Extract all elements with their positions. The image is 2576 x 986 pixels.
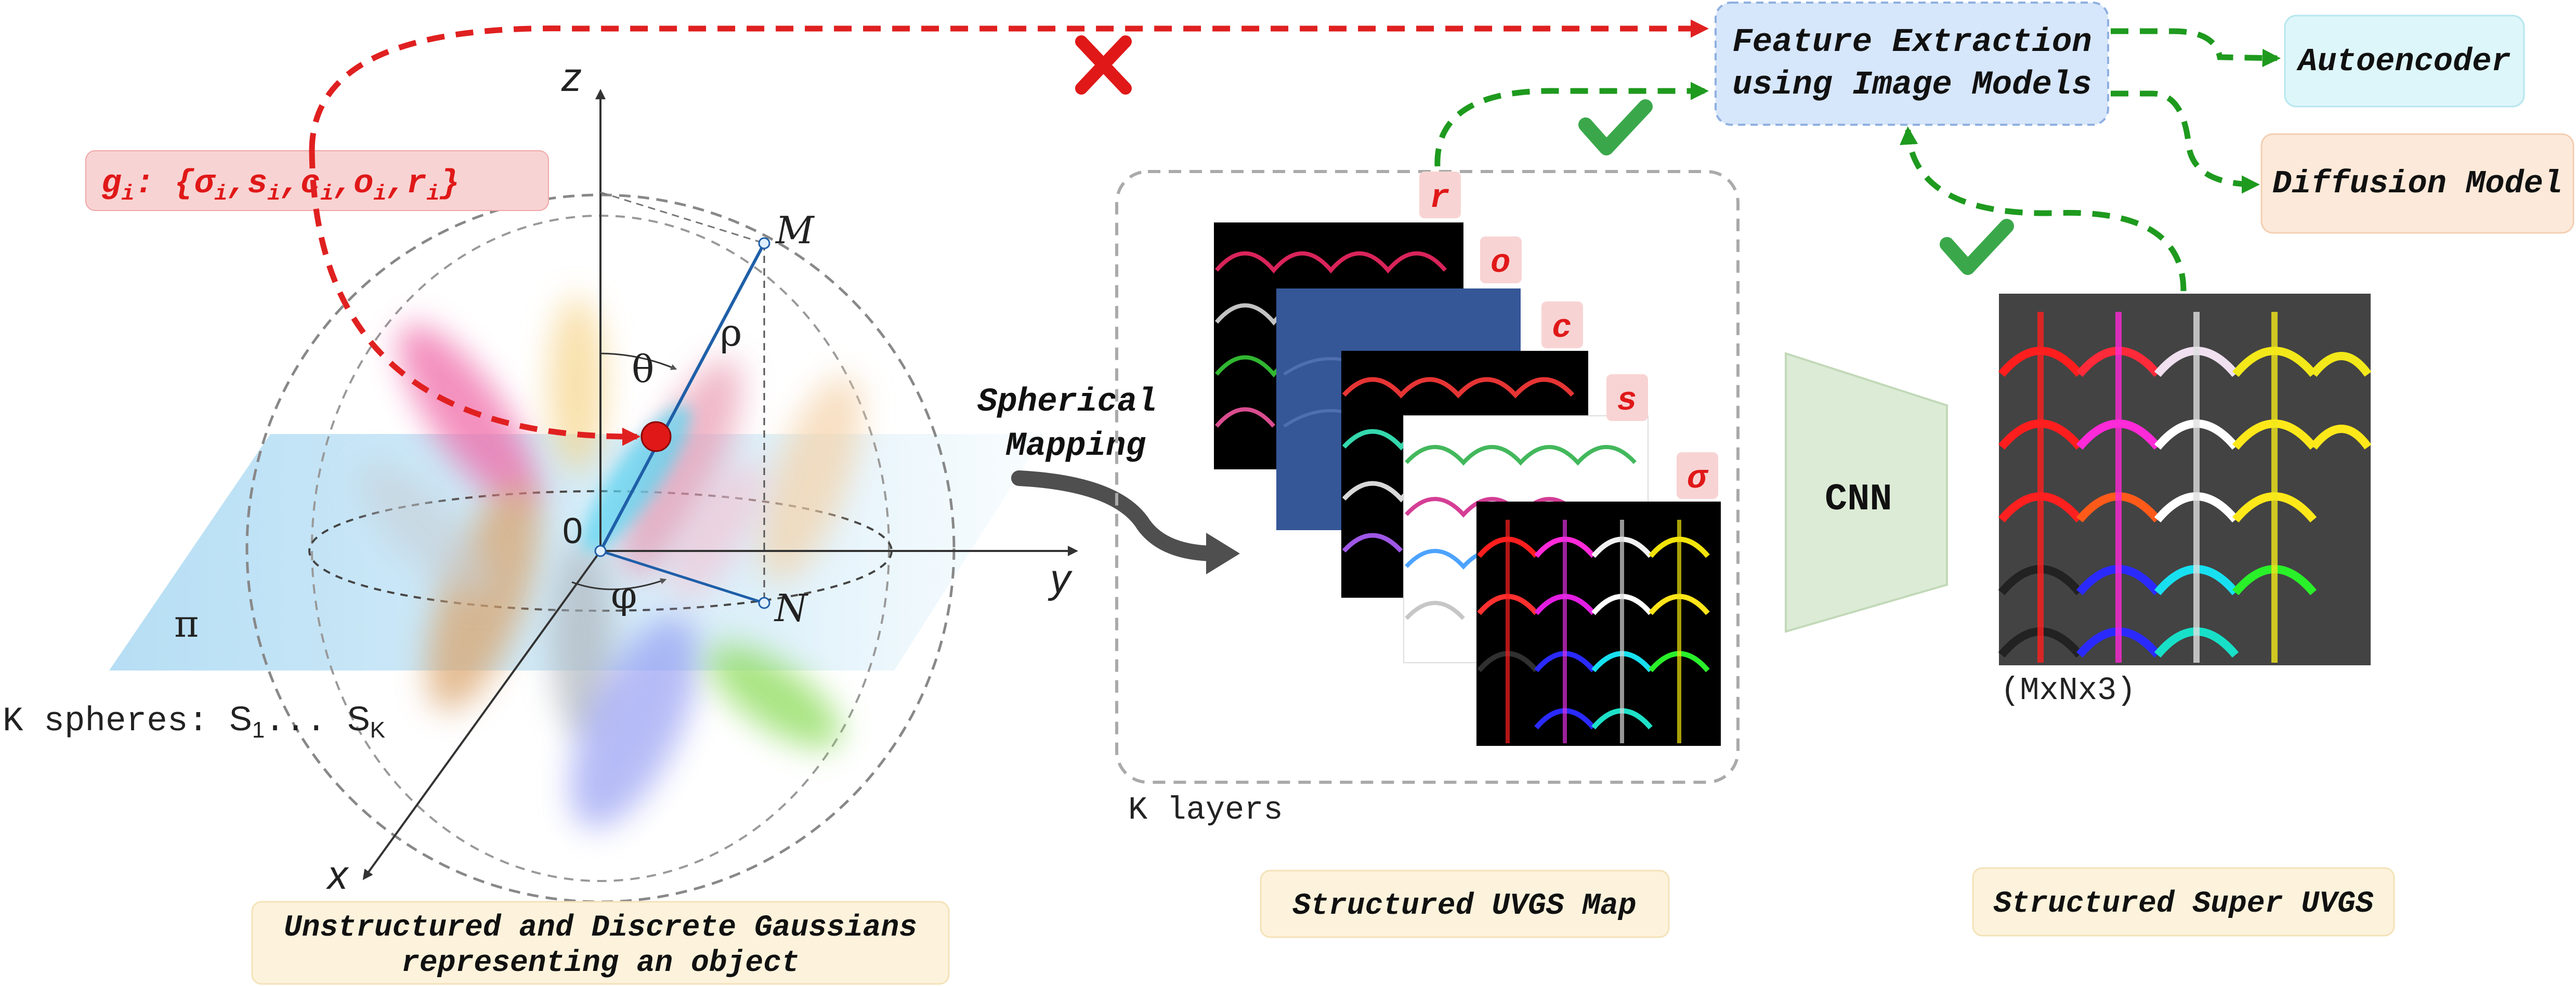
feature-extraction-line1: Feature Extraction [1732,24,2091,61]
caption-middle-box [1260,870,1670,938]
diffusion-box [2260,133,2574,234]
point-n [758,597,770,609]
caption-middle: Structured UVGS Map [1292,889,1636,923]
super-dims-label: (MxNx3) [2000,672,2136,709]
layer-tags: r o c s σ [1419,172,1718,499]
super-uvgs-image [1998,294,2372,665]
green-arrow-layers-to-feature [1434,82,1709,167]
caption-right: Structured Super UVGS [1994,887,2374,921]
green-arrow-super-to-feature [1900,126,2187,292]
n-vector [600,549,765,604]
layer-sigma [1476,502,1721,746]
top-dashed [600,191,765,244]
spherical-mapping-arrowhead [1206,533,1240,574]
k-spheres-label: K spheres: S1... SK [3,699,385,743]
origin-label: 0 [563,510,583,551]
gaussian-params-box: gi: {σi,si,ci,oi,ri} [85,150,549,211]
x-axis [362,550,601,880]
cnn-label: CNN [1825,478,1892,521]
diffusion-label: Diffusion Model [2272,165,2562,202]
caption-left-line2: representing an object [401,946,800,980]
tag-o: o [1490,245,1510,282]
cnn-block [1785,352,1948,633]
tag-c: c [1552,310,1572,347]
autoencoder-label: Autoencoder [2296,43,2510,80]
feature-extraction-line2: using Image Models [1732,67,2091,104]
feature-extraction-box [1715,2,2109,126]
pi-label: π [174,602,199,646]
green-arrow-to-diffusion [2111,90,2260,194]
m-label: M [775,208,815,252]
caption-left-line1: Unstructured and Discrete Gaussians [284,911,917,945]
theta-arc [600,352,677,370]
red-arrow-to-feature [309,19,1709,151]
red-arrow-to-point [309,150,641,446]
gaussian-point [640,421,672,452]
coordinate-illustration: z y x 0 M N ρ θ φ π K spheres: S1... SK [3,54,1078,903]
check-icon-1 [1578,99,1653,155]
point-m [758,237,770,249]
caption-left-box [251,901,950,985]
phi-label: φ [611,573,637,617]
tag-sigma: σ [1687,461,1709,498]
n-label: N [774,586,809,630]
cross-icon [1075,35,1132,95]
k-layers-label: K layers [1128,792,1283,829]
spherical-mapping-arrow [1011,470,1224,561]
green-arrow-to-autoencoder [2111,28,2281,68]
origin-point [594,545,607,557]
theta-label: θ [632,347,654,391]
tag-s: s [1617,383,1637,420]
gaussian-params-text: gi: {σi,si,ci,oi,ri} [101,165,460,206]
phi-arc [571,578,667,590]
check-icon-2 [1940,219,2014,275]
autoencoder-box [2284,15,2525,108]
x-label: x [325,852,349,898]
caption-right-box [1972,867,2395,937]
rho-label: ρ [720,311,742,354]
spherical-mapping-line2: Mapping [1005,428,1146,465]
spherical-mapping-line1: Spherical [977,384,1157,421]
z-label: z [561,54,582,100]
y-label: y [1048,556,1073,601]
rho-vector [599,242,766,552]
tag-r: r [1430,180,1449,217]
